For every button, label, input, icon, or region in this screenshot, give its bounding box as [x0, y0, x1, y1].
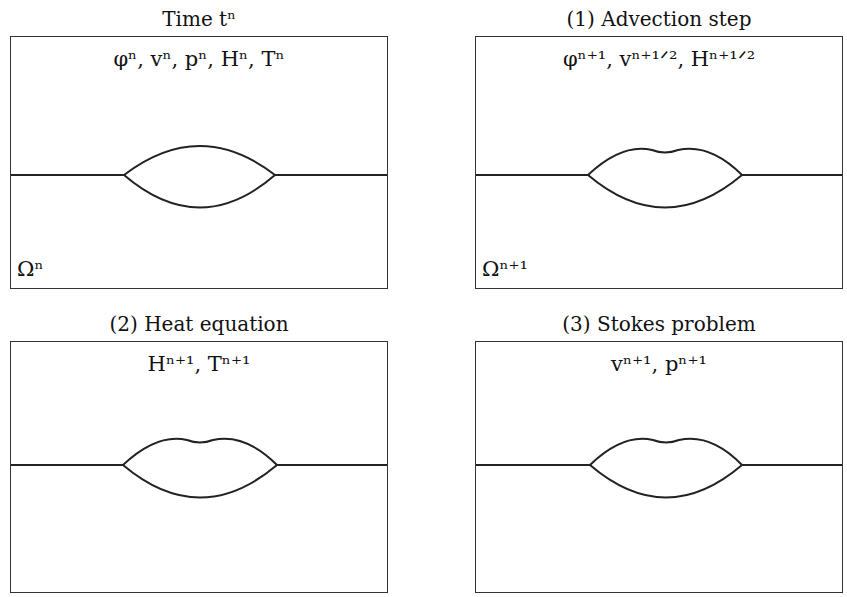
variable-list: φⁿ, vⁿ, pⁿ, Hⁿ, Tⁿ: [11, 47, 387, 72]
step-panel: (1) Advection stepφⁿ⁺¹, vⁿ⁺¹ᐟ², Hⁿ⁺¹ᐟ²Ωⁿ…: [475, 36, 843, 289]
step-heading: (3) Stokes problem: [476, 312, 842, 336]
step-panel: Time tⁿφⁿ, vⁿ, pⁿ, Hⁿ, TⁿΩⁿ: [10, 36, 388, 289]
interface-line: [11, 439, 387, 465]
interface-line: [590, 465, 742, 498]
variable-list: vⁿ⁺¹, pⁿ⁺¹: [476, 352, 842, 377]
interface-line: [11, 146, 387, 175]
interface-line: [124, 175, 275, 208]
domain-label: Ωⁿ: [17, 257, 44, 282]
step-heading: (2) Heat equation: [11, 312, 387, 336]
interface-line: [476, 149, 842, 175]
step-heading: Time tⁿ: [11, 7, 387, 31]
domain-label: Ωⁿ⁺¹: [482, 257, 528, 282]
variable-list: φⁿ⁺¹, vⁿ⁺¹ᐟ², Hⁿ⁺¹ᐟ²: [476, 47, 842, 72]
step-panel: (3) Stokes problemvⁿ⁺¹, pⁿ⁺¹: [475, 341, 843, 593]
variable-list: Hⁿ⁺¹, Tⁿ⁺¹: [11, 352, 387, 377]
interface-line: [588, 175, 742, 208]
interface-line: [476, 439, 842, 465]
interface-line: [123, 465, 277, 498]
step-panel: (2) Heat equationHⁿ⁺¹, Tⁿ⁺¹: [10, 341, 388, 593]
step-heading: (1) Advection step: [476, 7, 842, 31]
